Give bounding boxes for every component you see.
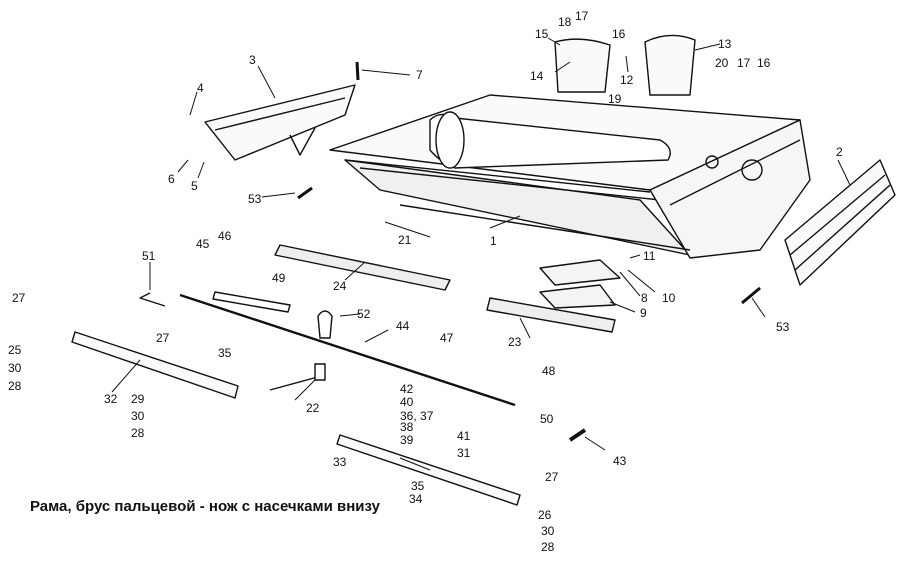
callout-53b: 53: [776, 320, 790, 334]
callout-3: 3: [249, 53, 256, 67]
callout-2: 2: [836, 145, 843, 159]
callout-42: 42: [400, 382, 414, 396]
callout-47: 47: [440, 331, 454, 345]
callout-28b: 28: [131, 426, 145, 440]
callout-35b: 35: [411, 479, 425, 493]
callout-28a: 28: [8, 379, 22, 393]
knife-bar: [179, 293, 516, 407]
callout-27b: 27: [156, 331, 170, 345]
callout-8: 8: [641, 291, 648, 305]
plate-9: [539, 284, 616, 309]
callout-20: 20: [715, 56, 729, 70]
frame-assembly: [329, 94, 811, 259]
callout-52: 52: [357, 307, 371, 321]
callout-25: 25: [8, 343, 22, 357]
callout-17a: 17: [575, 9, 589, 23]
callout-53a: 53: [248, 192, 262, 206]
callout-7: 7: [416, 68, 423, 82]
callout-23: 23: [508, 335, 522, 349]
callout-49: 49: [272, 271, 286, 285]
finger-bar-32: [71, 331, 239, 399]
callout-43: 43: [613, 454, 627, 468]
callout-45: 45: [196, 237, 210, 251]
leader-lines: [111, 37, 851, 471]
callout-32: 32: [104, 392, 118, 406]
callout-34: 34: [409, 492, 423, 506]
callout-40: 40: [400, 395, 414, 409]
callout-39: 39: [400, 433, 414, 447]
callout-30b: 30: [131, 409, 145, 423]
callout-14: 14: [530, 69, 544, 83]
callout-11: 11: [643, 249, 656, 263]
callout-44: 44: [396, 319, 410, 333]
pin-7: [355, 61, 360, 81]
callout-19: 19: [608, 92, 622, 106]
callout-46: 46: [218, 229, 232, 243]
part-51: [139, 292, 166, 307]
strip-23: [486, 297, 616, 333]
callout-31: 31: [457, 446, 471, 460]
callout-21: 21: [398, 233, 412, 247]
callout-6: 6: [168, 172, 175, 186]
guard-right: [644, 34, 696, 96]
callout-15: 15: [535, 27, 549, 41]
callout-41: 41: [457, 429, 471, 443]
callout-26: 26: [538, 508, 552, 522]
callout-labels: 1 2 3 4 5 6 7 8 9 10 11 12 13 14 15 16 1…: [8, 9, 843, 554]
callout-30c: 30: [541, 524, 555, 538]
callout-4: 4: [197, 81, 204, 95]
strip-24: [274, 244, 451, 291]
left-end-plate: [204, 84, 356, 161]
figure-caption: Рама, брус пальцевой - нож с насечками в…: [30, 498, 380, 515]
callout-28c: 28: [541, 540, 555, 554]
callout-10: 10: [662, 291, 676, 305]
callout-16a: 16: [612, 27, 626, 41]
bar-49: [212, 291, 291, 313]
guard-left: [554, 38, 611, 93]
right-end-plate: [784, 159, 896, 286]
callout-51: 51: [142, 249, 156, 263]
callout-29: 29: [131, 392, 145, 406]
callout-22: 22: [306, 401, 320, 415]
pin-53-left: [297, 186, 313, 200]
callout-38: 38: [400, 420, 414, 434]
pin-53-right: [741, 286, 761, 305]
callout-12: 12: [620, 73, 634, 87]
callout-48: 48: [542, 364, 556, 378]
callout-50: 50: [540, 412, 554, 426]
callout-35a: 35: [218, 346, 232, 360]
part-43: [568, 428, 587, 442]
callout-36-37: 36, 37: [400, 409, 434, 423]
callout-27c: 27: [545, 470, 559, 484]
callout-24: 24: [333, 279, 347, 293]
callout-5: 5: [191, 179, 198, 193]
callout-16b: 16: [757, 56, 771, 70]
part-52: [317, 310, 333, 339]
finger-bar-31: [336, 434, 521, 506]
callout-18: 18: [558, 15, 572, 29]
plate-8: [539, 259, 621, 286]
callout-13: 13: [718, 37, 732, 51]
callout-9: 9: [640, 306, 647, 320]
callout-17b: 17: [737, 56, 751, 70]
callout-1: 1: [490, 234, 497, 248]
callout-33: 33: [333, 455, 347, 469]
callout-27a: 27: [12, 291, 26, 305]
callout-30a: 30: [8, 361, 22, 375]
